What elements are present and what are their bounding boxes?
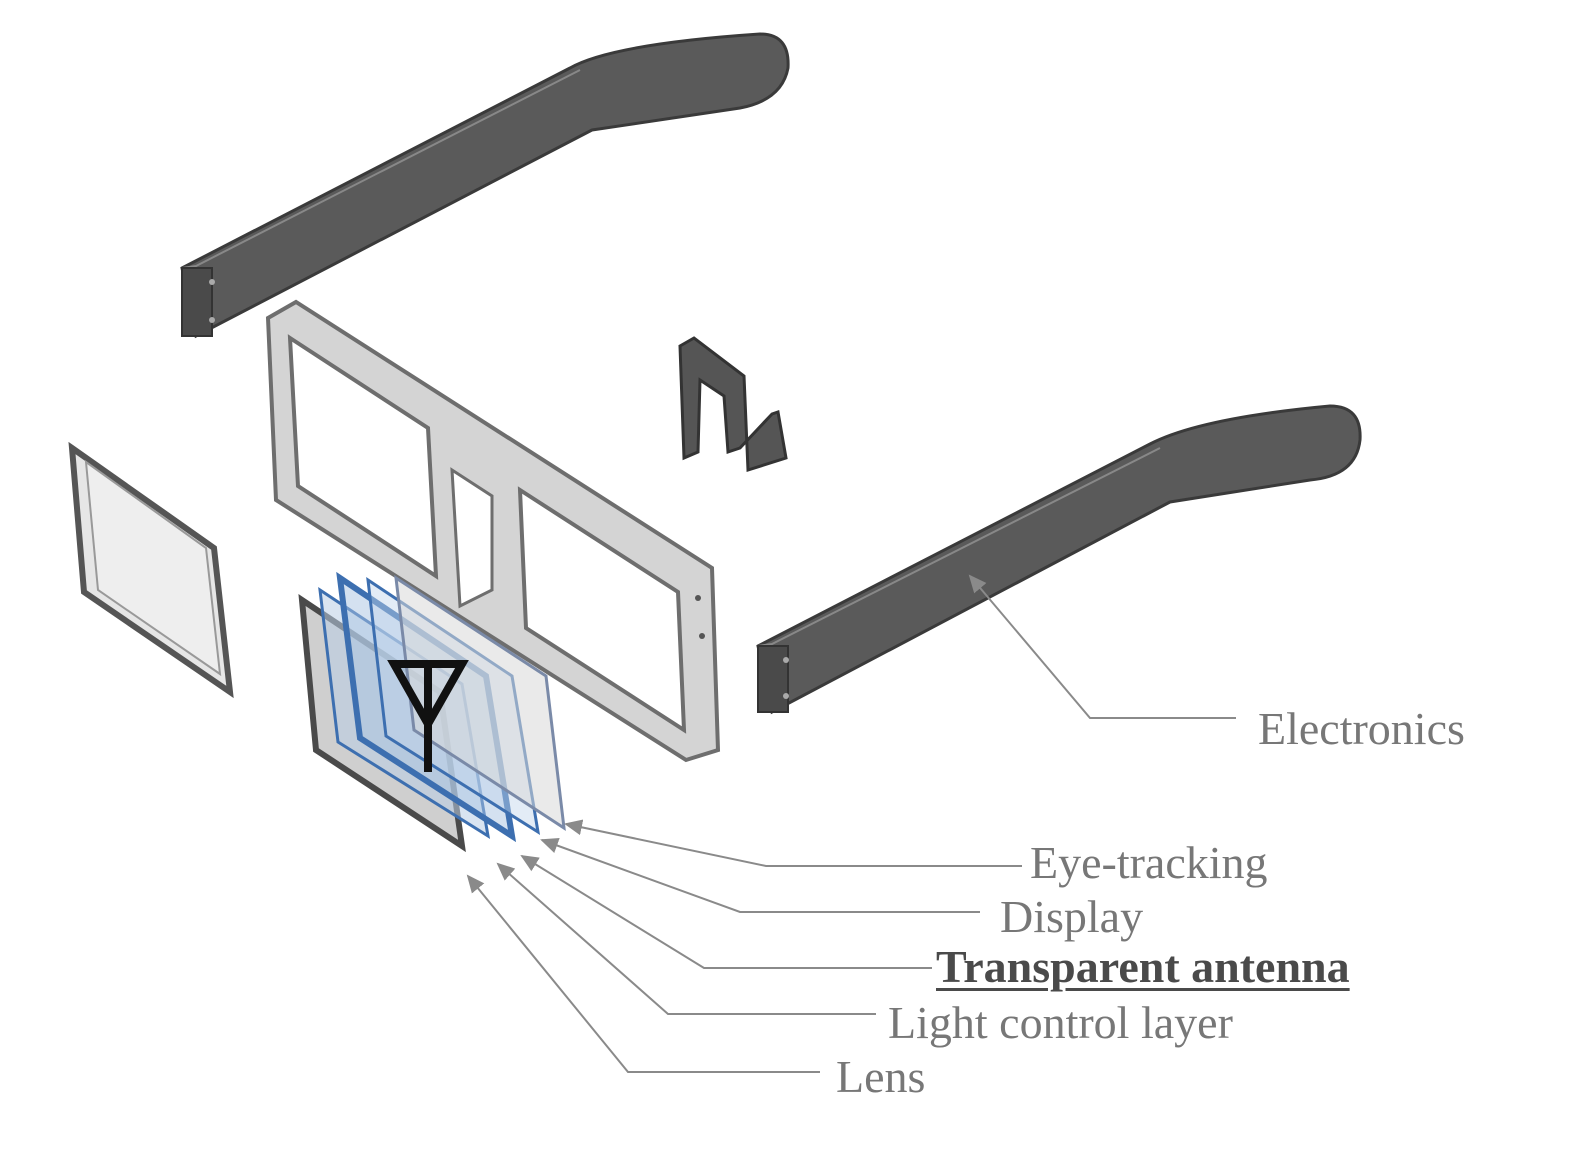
label-display: Display [1000, 891, 1144, 942]
label-transparent-antenna: Transparent antenna [936, 941, 1350, 992]
leader-eye-tracking [564, 819, 1022, 867]
label-light-control-layer: Light control layer [888, 997, 1233, 1048]
label-lens: Lens [836, 1051, 926, 1102]
eye-tracking-layer [394, 574, 566, 832]
temple-arm-top [180, 32, 790, 339]
label-electronics: Electronics [1258, 703, 1465, 754]
leader-light-control-layer [496, 862, 876, 1015]
leader-electronics [968, 574, 1236, 719]
layer-stack [298, 571, 566, 853]
temple-arm-bottom [756, 404, 1362, 715]
leader-transparent-antenna [520, 854, 932, 969]
leader-display [540, 837, 980, 913]
label-eye-tracking: Eye-tracking [1030, 837, 1268, 888]
glasses-frame [265, 299, 721, 763]
nose-pad [678, 336, 788, 473]
leader-lines [466, 574, 1236, 1073]
leader-lens [466, 874, 820, 1073]
antenna-icon [387, 660, 469, 772]
lens-panel [68, 441, 234, 699]
